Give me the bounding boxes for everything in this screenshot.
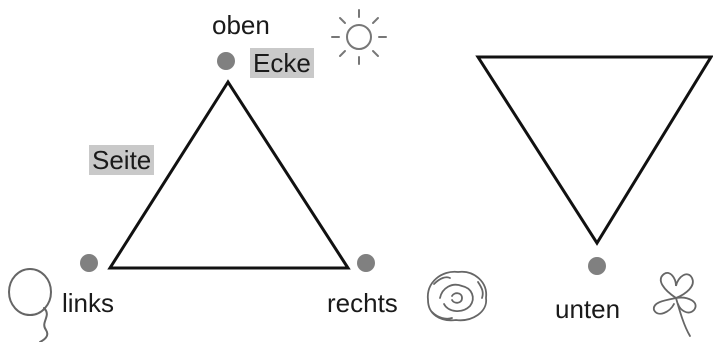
vertex-dot-top	[217, 52, 235, 70]
upright-triangle	[107, 79, 351, 270]
vertex-dot-bottom	[588, 257, 606, 275]
label-side: Seite	[89, 145, 155, 175]
label-top: oben	[212, 10, 270, 40]
label-bottom: unten	[555, 294, 621, 324]
sun-icon	[331, 9, 387, 65]
label-corner: Ecke	[250, 48, 314, 78]
vertex-dot-left	[80, 254, 98, 272]
lasso-icon	[8, 268, 52, 342]
vertex-dot-right	[357, 254, 375, 272]
label-left: links	[62, 288, 115, 318]
inverted-triangle	[475, 55, 713, 246]
rose-icon	[427, 270, 487, 322]
clover-icon	[653, 272, 697, 337]
label-right: rechts	[327, 288, 398, 318]
